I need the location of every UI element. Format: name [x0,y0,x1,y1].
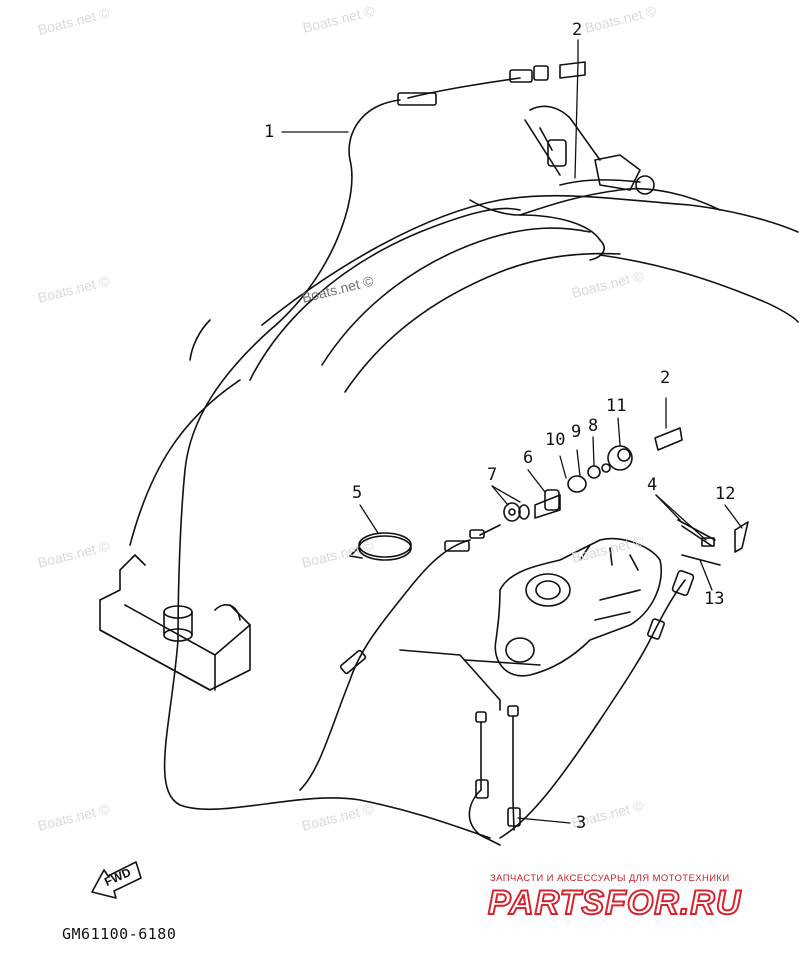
callout-4: 4 [647,475,658,495]
throttle-body [494,537,662,677]
callout-6: 6 [523,448,534,468]
fitting-parts [469,427,683,539]
callout-8: 8 [588,416,599,436]
callout-leaders [281,39,743,824]
hose-pair [399,649,541,846]
callout-3: 3 [576,813,587,833]
brand-tagline: ЗАПЧАСТИ И АКСЕССУАРЫ ДЛЯ МОТОТЕХНИКИ [490,873,730,884]
callout-12: 12 [715,484,736,504]
secondary-cable [299,539,471,791]
callout-2-right: 2 [660,368,671,388]
hose-clamp [349,532,412,561]
callout-7: 7 [487,465,498,485]
tray-box [99,554,251,691]
callout-11: 11 [606,396,627,416]
hull-outline [129,194,799,546]
callout-10: 10 [545,430,566,450]
handlebar-assembly [519,105,721,216]
callout-1: 1 [264,122,275,142]
brand-logo: PARTSFOR.RU [487,883,742,923]
callout-2-top: 2 [572,20,583,40]
main-cable [163,61,586,839]
diagram-code: GM61100-6180 [62,925,177,943]
fwd-arrow-icon [91,861,142,899]
callout-9: 9 [571,422,582,442]
callout-13: 13 [704,589,725,609]
callout-5: 5 [352,483,363,503]
right-cable [499,519,749,839]
